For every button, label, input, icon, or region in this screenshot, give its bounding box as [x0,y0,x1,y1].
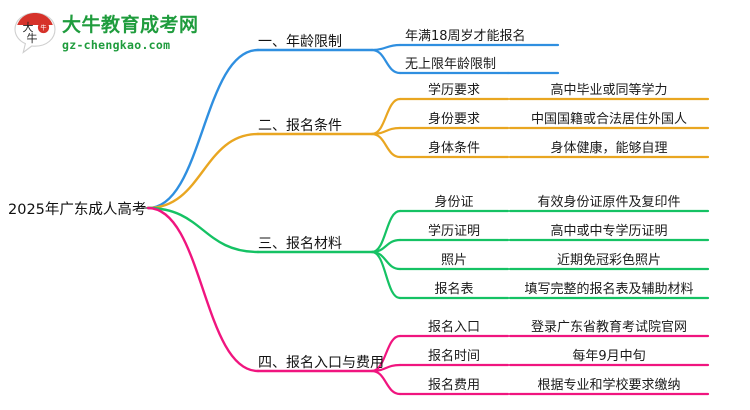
leaf-value-3-1: 有效身份证原件及复印件 [537,195,681,210]
leaf-label-4-3: 报名费用 [427,378,481,393]
leaf-label-1-1: 年满18周岁才能报名 [405,29,526,44]
branch-label-4: 四、报名入口与费用 [258,355,384,371]
leaf-label-3-3: 照片 [440,253,468,268]
branch-label-1: 一、年龄限制 [258,34,342,50]
leaf-label-3-1: 身份证 [434,195,474,210]
leaf-label-2-1: 学历要求 [427,83,481,98]
leaf-value-4-3: 根据专业和学校要求缴纳 [537,378,681,393]
logo-name-cn: 大牛教育成考网 [62,14,199,36]
leaf-label-1-2: 无上限年龄限制 [405,57,497,72]
leaf-value-3-4: 填写完整的报名表及辅助材料 [524,282,694,297]
logo-text: 大牛教育成考网 gz-chengkao.com [62,14,199,52]
logo-name-en: gz-chengkao.com [62,38,171,52]
leaf-label-4-2: 报名时间 [427,349,481,364]
leaf-label-3-4: 报名表 [434,282,474,297]
svg-text:牛: 牛 [27,31,38,45]
svg-text:大: 大 [23,20,34,34]
leaf-label-3-2: 学历证明 [427,224,481,239]
svg-text:牛: 牛 [40,24,46,32]
branch-label-3: 三、报名材料 [258,236,342,252]
site-logo: 牛 大 牛 大牛教育成考网 gz-chengkao.com [12,8,212,60]
leaf-label-2-2: 身份要求 [427,112,481,127]
leaf-value-3-3: 近期免冠彩色照片 [556,253,662,268]
branch-label-2: 二、报名条件 [258,118,342,134]
leaf-value-3-2: 高中或中专学历证明 [550,224,668,239]
leaf-label-2-3: 身体条件 [427,141,481,156]
leaf-value-2-2: 中国国籍或合法居住外国人 [530,112,688,127]
leaf-label-4-1: 报名入口 [427,320,481,335]
leaf-value-4-2: 每年9月中旬 [572,349,646,364]
leaf-value-2-3: 身体健康，能够自理 [550,141,668,156]
leaf-value-2-1: 高中毕业或同等学力 [550,83,668,98]
leaf-value-4-1: 登录广东省教育考试院官网 [530,320,688,335]
logo-bull-icon: 牛 大 牛 [14,12,56,54]
root-node-label: 2025年广东成人高考 [8,202,147,218]
